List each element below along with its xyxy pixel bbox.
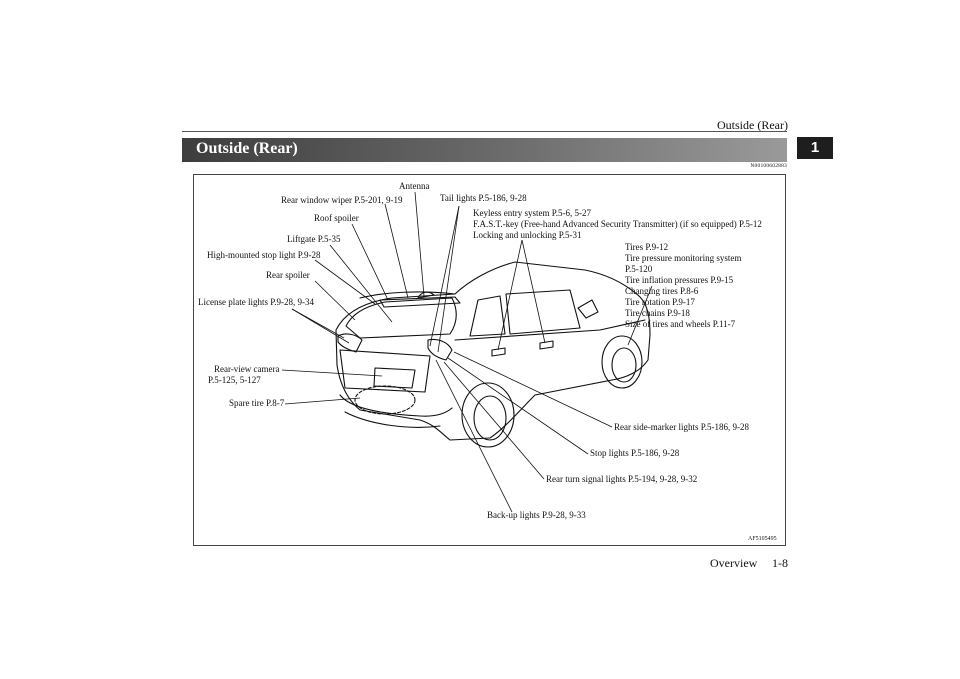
side-mirror	[577, 299, 599, 319]
label-tires: Tires P.9-12	[625, 242, 669, 252]
label-tire-rotation: Tire rotation P.9-17	[625, 297, 695, 307]
label-back-up-lights: Back-up lights P.9-28, 9-33	[487, 510, 586, 520]
front-wheel-rim	[611, 347, 637, 383]
liftgate-panel	[339, 349, 431, 393]
label-tire-size: Size of tires and wheels P.11-7	[625, 319, 736, 329]
roof-line	[359, 291, 456, 299]
label-rear-turn-signal: Rear turn signal lights P.5-194, 9-28, 9…	[546, 474, 698, 484]
chapter-tab: 1	[797, 137, 833, 159]
beltline	[454, 319, 646, 341]
label-rear-spoiler: Rear spoiler	[266, 270, 310, 280]
label-antenna: Antenna	[399, 181, 430, 191]
label-rear-window-wiper: Rear window wiper P.5-201, 9-19	[281, 195, 403, 205]
section-code: N00100602883	[750, 163, 787, 169]
footer-section: Overview	[710, 556, 758, 570]
tail-light-right	[427, 338, 453, 361]
label-stop-lights: Stop lights P.5-186, 9-28	[590, 448, 680, 458]
rear-wheel	[461, 382, 515, 448]
label-roof-spoiler: Roof spoiler	[314, 213, 359, 223]
rear-window	[345, 297, 457, 339]
figure-frame	[193, 174, 786, 546]
rear-wheel-rim	[473, 395, 507, 441]
rear-bumper	[339, 394, 453, 417]
door-handle-rear	[491, 347, 506, 357]
car-body-outline	[335, 261, 651, 441]
figure-code: AF5105495	[748, 536, 777, 542]
label-tire-chains: Tire chains P.9-18	[625, 308, 690, 318]
label-liftgate: Liftgate P.5-35	[287, 234, 341, 244]
label-locking: Locking and unlocking P.5-31	[473, 230, 582, 240]
label-rear-view-camera: Rear-view camera	[214, 364, 280, 374]
label-tire-inflation: Tire inflation pressures P.9-15	[625, 275, 734, 285]
rear-diffuser	[344, 411, 441, 428]
label-changing-tires: Changing tires P.8-6	[625, 286, 699, 296]
front-wheel	[601, 335, 643, 389]
section-title: Outside (Rear)	[196, 140, 298, 157]
label-rear-view-camera-pages: P.5-125, 5-127	[208, 375, 261, 385]
label-fast-key: F.A.S.T.-key (Free-hand Advanced Securit…	[473, 219, 762, 229]
label-tpms-page: P.5-120	[625, 264, 653, 274]
footer-page-number: 1-8	[772, 556, 788, 570]
antenna-fin	[417, 291, 435, 299]
door-handle-front	[539, 340, 554, 350]
running-header: Outside (Rear)	[717, 118, 788, 132]
side-window-rear	[469, 295, 506, 337]
header-rule	[182, 131, 787, 132]
leader-lines	[281, 191, 653, 513]
label-spare-tire: Spare tire P.8-7	[229, 398, 285, 408]
section-bar: Outside (Rear)	[182, 138, 787, 162]
roof-spoiler-shape	[379, 296, 461, 308]
spare-tire-outline	[354, 385, 416, 415]
label-keyless-entry: Keyless entry system P.5-6, 5-27	[473, 208, 591, 218]
label-high-mounted-stop-light: High-mounted stop light P.9-28	[207, 250, 321, 260]
label-tire-pressure-monitoring: Tire pressure monitoring system	[625, 253, 742, 263]
license-plate-area	[373, 367, 416, 389]
label-rear-side-marker: Rear side-marker lights P.5-186, 9-28	[614, 422, 749, 432]
label-license-plate-lights: License plate lights P.9-28, 9-34	[198, 297, 314, 307]
tail-light-left	[337, 333, 363, 353]
side-window-front	[505, 289, 581, 335]
label-tail-lights: Tail lights P.5-186, 9-28	[440, 193, 527, 203]
